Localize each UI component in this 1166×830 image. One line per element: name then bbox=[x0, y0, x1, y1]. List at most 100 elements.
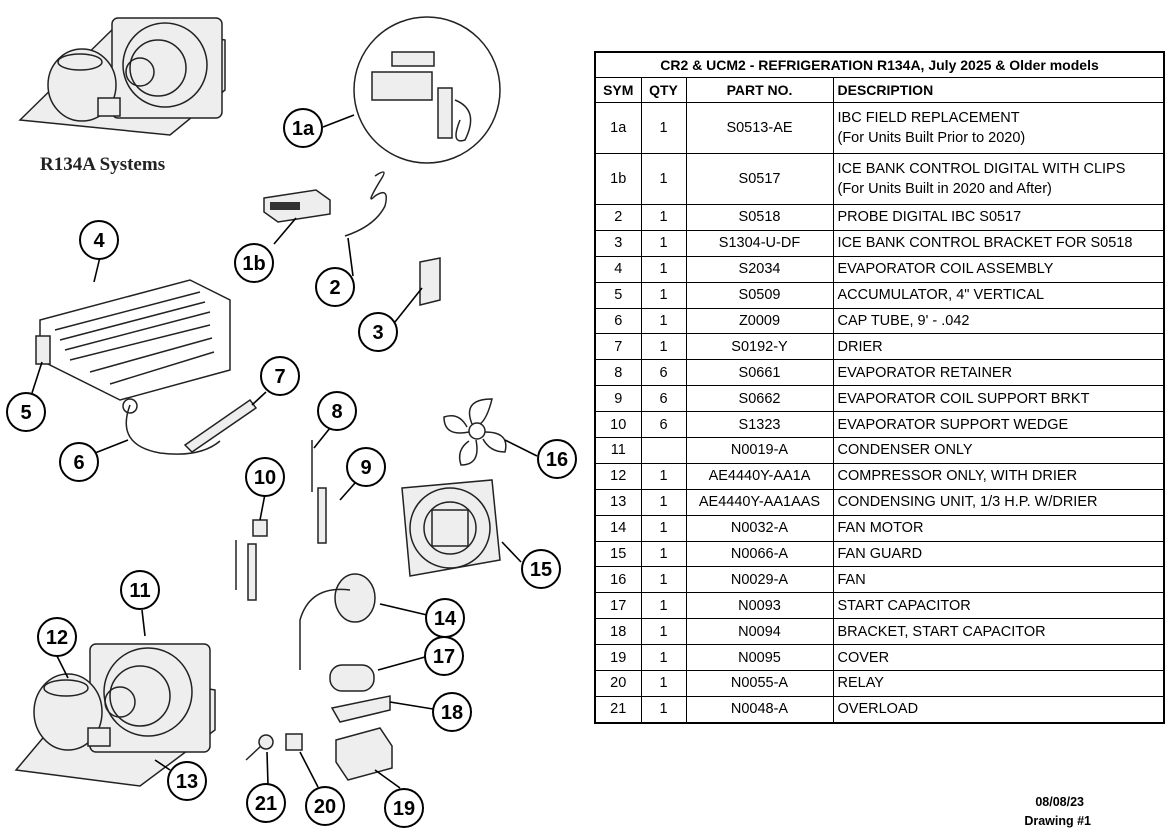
cell-sym: 1a bbox=[594, 102, 642, 154]
cell-part-no: N0095 bbox=[685, 644, 834, 672]
cell-description: DRIER bbox=[832, 333, 1165, 361]
cell-sym: 6 bbox=[594, 307, 642, 335]
cell-sym: 14 bbox=[594, 514, 642, 542]
cell-qty: 1 bbox=[640, 488, 687, 516]
condensing-unit-illustration-top bbox=[18, 17, 226, 136]
cell-description: EVAPORATOR SUPPORT WEDGE bbox=[832, 411, 1165, 439]
condensing-unit-illustration-bottom bbox=[14, 643, 216, 787]
svg-text:18: 18 bbox=[441, 702, 463, 724]
fan-guard-illustration bbox=[401, 479, 501, 577]
svg-text:13: 13 bbox=[176, 771, 198, 793]
cell-description: FAN MOTOR bbox=[832, 514, 1165, 542]
svg-text:15: 15 bbox=[530, 559, 552, 581]
callout-14: 14 bbox=[425, 598, 465, 638]
svg-text:1b: 1b bbox=[242, 253, 265, 275]
cell-description: COMPRESSOR ONLY, WITH DRIER bbox=[832, 462, 1165, 490]
cell-sym: 19 bbox=[594, 644, 642, 672]
cell-sym: 20 bbox=[594, 670, 642, 697]
cell-part-no: S0661 bbox=[685, 359, 834, 387]
drawing-date: 08/08/23 bbox=[1035, 795, 1084, 809]
callout-21: 21 bbox=[246, 783, 286, 823]
callout-12: 12 bbox=[37, 617, 77, 657]
cell-part-no: N0029-A bbox=[685, 566, 834, 594]
start-capacitor-illustration bbox=[329, 664, 375, 692]
cell-description: FAN bbox=[832, 566, 1165, 594]
cell-qty: 1 bbox=[640, 670, 687, 697]
cell-part-no: N0048-A bbox=[685, 695, 834, 724]
svg-text:11: 11 bbox=[129, 580, 150, 602]
cell-qty: 1 bbox=[640, 102, 687, 154]
leader-lines bbox=[31, 114, 538, 789]
svg-text:8: 8 bbox=[331, 401, 342, 423]
cell-part-no: N0032-A bbox=[685, 514, 834, 542]
cell-description: CAP TUBE, 9' - .042 bbox=[832, 307, 1165, 335]
ibc-field-replacement-illustration bbox=[353, 16, 501, 164]
probe-coil-illustration bbox=[344, 171, 387, 237]
callout-11: 11 bbox=[120, 570, 160, 610]
cell-description: OVERLOAD bbox=[832, 695, 1165, 724]
cell-part-no: S0513-AE bbox=[685, 102, 834, 154]
cell-qty: 1 bbox=[640, 566, 687, 594]
callout-20: 20 bbox=[305, 786, 345, 826]
cell-qty: 1 bbox=[640, 153, 687, 205]
callout-2: 2 bbox=[315, 267, 355, 307]
svg-text:12: 12 bbox=[46, 627, 68, 649]
drawing-number: Drawing #1 bbox=[1024, 814, 1091, 828]
digital-control-illustration bbox=[263, 189, 331, 223]
cell-description: FAN GUARD bbox=[832, 540, 1165, 568]
description-note: (For Units Built Prior to 2020) bbox=[837, 130, 1026, 146]
header-sym: SYM bbox=[594, 77, 642, 103]
callout-1b: 1b bbox=[234, 243, 274, 283]
svg-text:14: 14 bbox=[434, 608, 457, 630]
fan-motor-illustration bbox=[299, 573, 376, 670]
table-title: CR2 & UCM2 - REFRIGERATION R134A, July 2… bbox=[594, 51, 1165, 78]
cell-qty: 1 bbox=[640, 255, 687, 283]
cell-part-no: S0662 bbox=[685, 385, 834, 413]
callout-18: 18 bbox=[432, 692, 472, 732]
svg-text:5: 5 bbox=[20, 402, 31, 424]
svg-text:17: 17 bbox=[433, 646, 455, 668]
cell-sym: 2 bbox=[594, 204, 642, 231]
callout-10: 10 bbox=[245, 457, 285, 497]
cell-sym: 21 bbox=[594, 695, 642, 724]
cell-description: BRACKET, START CAPACITOR bbox=[832, 618, 1165, 646]
cell-description: COVER bbox=[832, 644, 1165, 672]
svg-text:7: 7 bbox=[274, 366, 285, 388]
cell-qty: 1 bbox=[640, 618, 687, 646]
cell-part-no: S1304-U-DF bbox=[685, 229, 834, 257]
cell-part-no: N0055-A bbox=[685, 670, 834, 697]
cell-part-no: AE4440Y-AA1AAS bbox=[685, 488, 834, 516]
svg-text:9: 9 bbox=[360, 457, 371, 479]
cell-description: ACCUMULATOR, 4" VERTICAL bbox=[832, 281, 1165, 309]
parts-list-table: CR2 & UCM2 - REFRIGERATION R134A, July 2… bbox=[594, 51, 1165, 724]
cell-description: RELAY bbox=[832, 670, 1165, 697]
cell-qty: 1 bbox=[640, 229, 687, 257]
cell-qty: 1 bbox=[640, 204, 687, 231]
cell-part-no: S0509 bbox=[685, 281, 834, 309]
cell-description: PROBE DIGITAL IBC S0517 bbox=[832, 204, 1165, 231]
svg-text:16: 16 bbox=[546, 449, 568, 471]
svg-text:6: 6 bbox=[73, 452, 84, 474]
cell-sym: 5 bbox=[594, 281, 642, 309]
cell-description: IBC FIELD REPLACEMENT (For Units Built Pr… bbox=[832, 102, 1165, 154]
cell-sym: 1b bbox=[594, 153, 642, 205]
cell-qty: 6 bbox=[640, 385, 687, 413]
svg-text:1a: 1a bbox=[292, 118, 315, 140]
cell-sym: 4 bbox=[594, 255, 642, 283]
callout-19: 19 bbox=[384, 788, 424, 828]
control-bracket-illustration bbox=[419, 257, 441, 306]
cap-tube-illustration bbox=[125, 404, 221, 455]
cell-description: EVAPORATOR RETAINER bbox=[832, 359, 1165, 387]
callout-7: 7 bbox=[260, 356, 300, 396]
svg-text:21: 21 bbox=[255, 793, 277, 815]
description-line: IBC FIELD REPLACEMENT bbox=[837, 110, 1020, 126]
